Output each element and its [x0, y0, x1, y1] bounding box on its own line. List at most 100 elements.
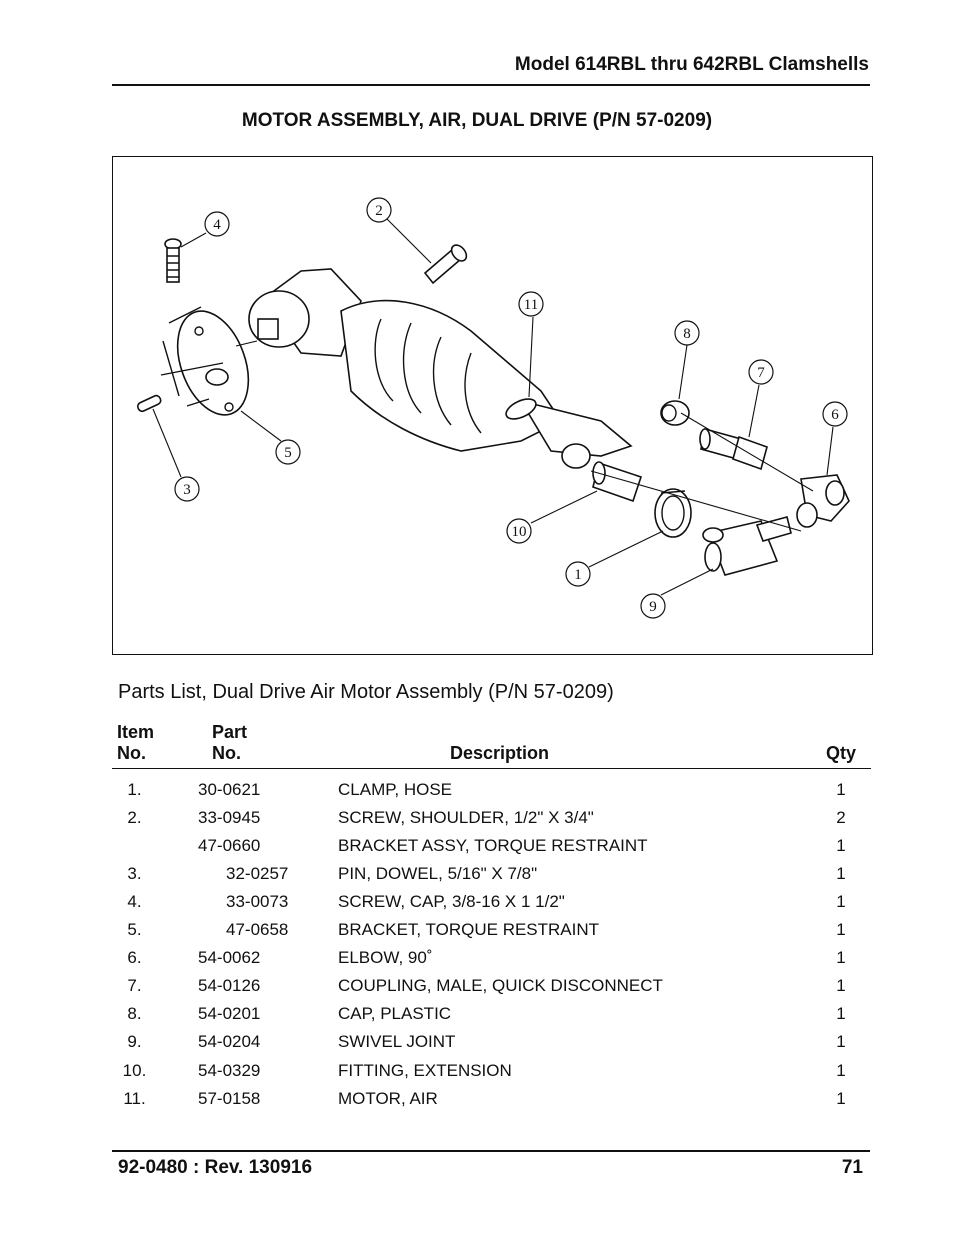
- leader-lines: [152, 218, 834, 596]
- callout-7: 7: [748, 359, 774, 385]
- description: ELBOW, 90˚: [338, 948, 433, 967]
- qty: 1: [836, 948, 846, 967]
- col-header-qty: Qty: [826, 743, 857, 763]
- svg-text:6: 6: [831, 407, 839, 423]
- svg-text:7: 7: [757, 365, 765, 381]
- part-no: 54-0062: [198, 948, 261, 967]
- table-row: 9. 54-0204 SWIVEL JOINT 1: [0, 1032, 954, 1056]
- cap-screw-drawing: [164, 238, 182, 283]
- callout-6: 6: [822, 401, 848, 427]
- svg-text:3: 3: [183, 482, 191, 498]
- item-no: 1.: [127, 780, 142, 799]
- description: CAP, PLASTIC: [338, 1004, 452, 1023]
- description: SCREW, SHOULDER, 1/2" X 3/4": [338, 808, 594, 827]
- description: BRACKET, TORQUE RESTRAINT: [338, 920, 600, 939]
- item-no: 3.: [127, 864, 142, 883]
- description: MOTOR, AIR: [338, 1089, 438, 1108]
- qty: 1: [836, 1061, 846, 1080]
- header-rule: [112, 84, 870, 86]
- table-row: 5. 47-0658 BRACKET, TORQUE RESTRAINT 1: [0, 920, 954, 944]
- col-header-item: Item No.: [117, 722, 154, 764]
- hose-clamp-drawing: [654, 488, 692, 538]
- part-no: 47-0658: [226, 920, 289, 939]
- table-row: 4. 33-0073 SCREW, CAP, 3/8-16 X 1 1/2" 1: [0, 892, 954, 916]
- col-header-item-line1: Item: [117, 722, 155, 742]
- col-header-description: Description: [450, 743, 550, 763]
- parts-list-caption: Parts List, Dual Drive Air Motor Assembl…: [118, 681, 614, 703]
- col-header-part-line2: No.: [212, 743, 241, 763]
- description: BRACKET ASSY, TORQUE RESTRAINT: [338, 836, 648, 855]
- svg-text:11: 11: [524, 297, 538, 313]
- qty: 1: [836, 1004, 846, 1023]
- air-motor-drawing: [248, 268, 633, 469]
- callout-1: 1: [565, 561, 591, 587]
- svg-text:2: 2: [375, 203, 383, 219]
- qty: 1: [836, 892, 846, 911]
- col-header-part: Part No.: [212, 722, 247, 764]
- item-no: 2.: [127, 808, 142, 827]
- exploded-assembly-figure: 1 2 3 4 5 6 7 8 9 10 11: [112, 156, 873, 655]
- part-no: 54-0126: [198, 976, 261, 995]
- qty: 1: [836, 780, 846, 799]
- col-header-part-line1: Part: [212, 722, 248, 742]
- footer-rule: [112, 1150, 870, 1152]
- coupling-quick-disconnect-drawing: [699, 427, 768, 471]
- qty: 2: [836, 808, 846, 827]
- elbow-90-drawing: [796, 474, 850, 528]
- item-no: 5.: [127, 920, 142, 939]
- part-no: 32-0257: [226, 864, 289, 883]
- part-no: 47-0660: [198, 836, 261, 855]
- description: SWIVEL JOINT: [338, 1032, 456, 1051]
- svg-text:8: 8: [683, 326, 691, 342]
- part-no: 54-0201: [198, 1004, 261, 1023]
- part-no: 30-0621: [198, 780, 261, 799]
- callout-3: 3: [174, 476, 200, 502]
- table-row: 8. 54-0201 CAP, PLASTIC 1: [0, 1004, 954, 1028]
- qty: 1: [836, 1032, 846, 1051]
- item-no: 10.: [122, 1061, 147, 1080]
- qty: 1: [836, 920, 846, 939]
- dowel-pin-drawing: [136, 394, 162, 413]
- page-number: 71: [841, 1157, 863, 1178]
- svg-text:5: 5: [284, 445, 292, 461]
- table-row: 1. 30-0621 CLAMP, HOSE 1: [0, 780, 954, 804]
- table-row: 2. 33-0945 SCREW, SHOULDER, 1/2" X 3/4" …: [0, 808, 954, 832]
- callout-2: 2: [366, 197, 392, 223]
- page-header-title: Model 614RBL thru 642RBL Clamshells: [514, 54, 869, 75]
- table-row: 47-0660 BRACKET ASSY, TORQUE RESTRAINT 1: [0, 836, 954, 860]
- item-no: 6.: [127, 948, 142, 967]
- description: FITTING, EXTENSION: [338, 1061, 512, 1080]
- callout-10: 10: [506, 518, 532, 544]
- qty: 1: [836, 836, 846, 855]
- callout-9: 9: [640, 593, 666, 619]
- shoulder-screw-drawing: [423, 244, 468, 285]
- col-header-item-line2: No.: [117, 743, 146, 763]
- callout-4: 4: [204, 211, 230, 237]
- table-row: 10. 54-0329 FITTING, EXTENSION 1: [0, 1061, 954, 1085]
- plastic-cap-drawing: [660, 400, 690, 426]
- description: CLAMP, HOSE: [338, 780, 453, 799]
- qty: 1: [836, 1089, 846, 1108]
- swivel-joint-drawing: [702, 516, 792, 576]
- item-no: 4.: [127, 892, 142, 911]
- description: SCREW, CAP, 3/8-16 X 1 1/2": [338, 892, 565, 911]
- part-no: 57-0158: [198, 1089, 261, 1108]
- svg-text:4: 4: [213, 217, 221, 233]
- svg-text:9: 9: [649, 599, 657, 615]
- item-no: 11.: [123, 1089, 146, 1108]
- part-no: 54-0204: [198, 1032, 261, 1051]
- svg-text:10: 10: [512, 524, 527, 540]
- table-row: 3. 32-0257 PIN, DOWEL, 5/16" X 7/8" 1: [0, 864, 954, 888]
- table-row: 6. 54-0062 ELBOW, 90˚ 1: [0, 948, 954, 972]
- part-no: 33-0945: [198, 808, 261, 827]
- qty: 1: [836, 976, 846, 995]
- bracket-torque-restraint-drawing: [160, 306, 250, 416]
- table-row: 7. 54-0126 COUPLING, MALE, QUICK DISCONN…: [0, 976, 954, 1000]
- part-no: 54-0329: [198, 1061, 261, 1080]
- table-row: 11. 57-0158 MOTOR, AIR 1: [0, 1089, 954, 1113]
- document-revision: 92-0480 : Rev. 130916: [118, 1157, 313, 1178]
- item-no: 7.: [127, 976, 142, 995]
- callout-8: 8: [674, 320, 700, 346]
- table-header-rule: [112, 768, 871, 769]
